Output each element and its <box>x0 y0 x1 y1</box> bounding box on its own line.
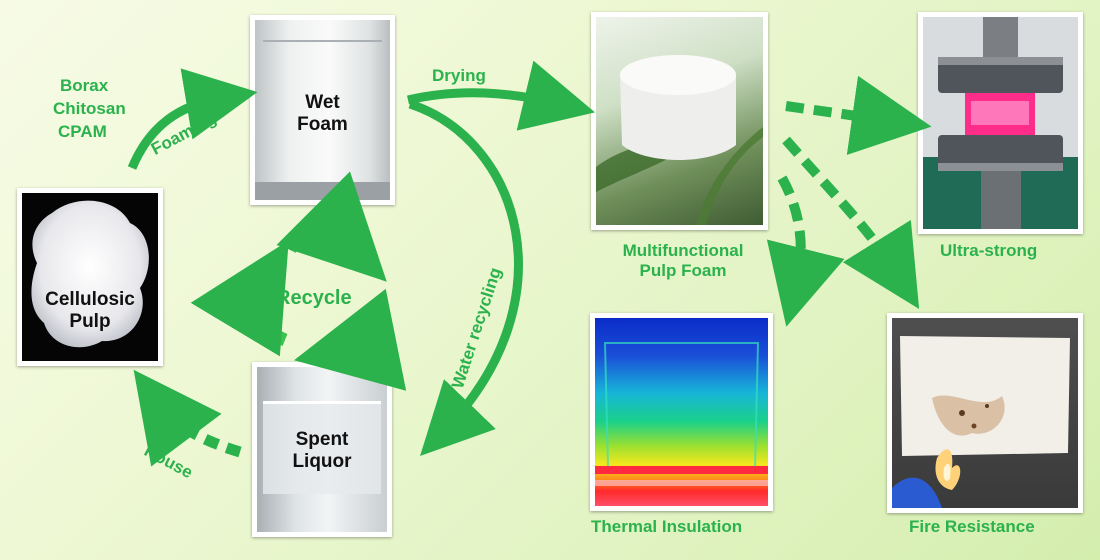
foaming-arrow <box>127 68 258 170</box>
thermal-insulation-photo <box>590 313 773 511</box>
multifunctional-caption: Multifunctional Pulp Foam <box>622 241 744 280</box>
spent-liquor-label: Spent Liquor <box>292 429 352 472</box>
drying-label: Drying <box>432 66 486 85</box>
ultra-strong-arrow <box>785 75 932 156</box>
ultra-strong-photo <box>918 12 1083 234</box>
wet-foam-label: Wet Foam <box>297 92 348 135</box>
fire-resistance-caption: Fire Resistance <box>909 517 1035 536</box>
compression-test-image <box>923 17 1078 229</box>
recycle-icon <box>190 171 407 391</box>
fire-resistance-photo <box>887 313 1083 513</box>
pulp-image <box>31 200 149 348</box>
water-recycling-arrow <box>408 99 523 456</box>
cellulosic-pulp-photo: Cellulosic Pulp <box>17 188 163 366</box>
drying-arrow <box>406 60 596 131</box>
fire-resistance-arrow <box>782 136 920 309</box>
pulp-foam-photo <box>591 12 768 230</box>
thermal-insulation-arrow <box>766 175 845 327</box>
pulp-foam-image <box>596 55 763 225</box>
reagent-chitosan: Chitosan <box>53 99 126 118</box>
reagent-cpam: CPAM <box>58 122 107 141</box>
recycle-label: Recycle <box>276 287 352 309</box>
cellulosic-pulp-label: Cellulosic Pulp <box>45 289 135 332</box>
rouse-arrow <box>133 369 242 467</box>
thermal-image <box>595 342 768 486</box>
spent-liquor-photo: Spent Liquor <box>252 362 392 537</box>
ultra-strong-caption: Ultra-strong <box>940 241 1038 260</box>
thermal-insulation-caption: Thermal Insulation <box>591 517 743 536</box>
fire-image <box>892 336 1070 508</box>
reagent-borax: Borax <box>60 76 109 95</box>
